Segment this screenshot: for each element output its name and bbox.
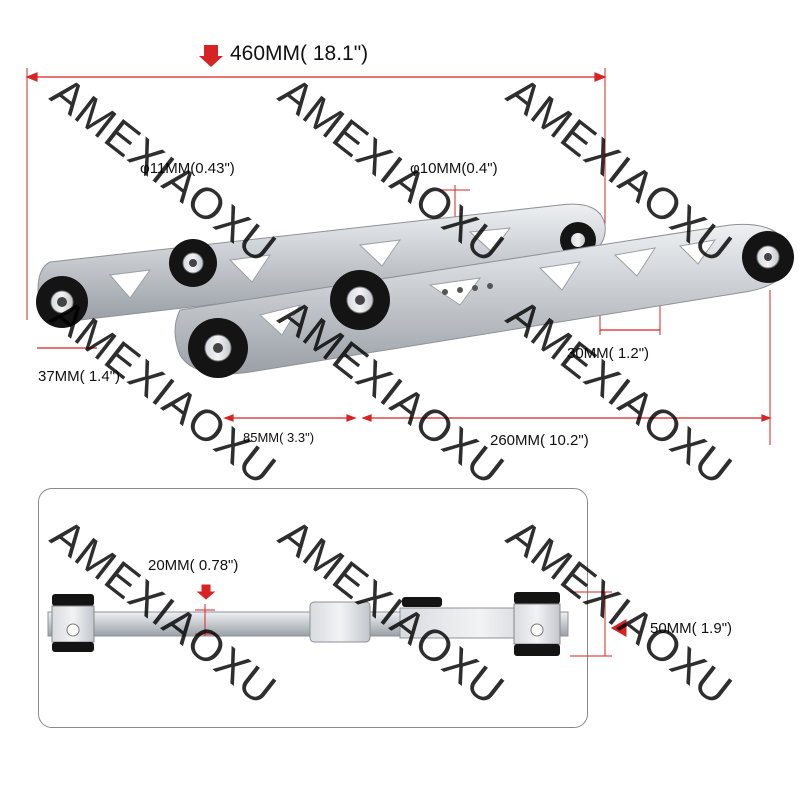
bushing-height-label: 50MM( 1.9") (650, 620, 733, 637)
control-arm-side-view-front (47, 592, 569, 656)
arrow-down-icon (199, 45, 223, 67)
overall-length-label: 460MM( 18.1") (230, 42, 369, 65)
mount-spacing-label: 85MM( 3.3") (243, 430, 315, 445)
control-arm-rear (36, 203, 606, 328)
bolt-hole-large-label: φ11MM(0.43") (140, 160, 235, 177)
control-arm-front (174, 223, 794, 378)
bolt-hole-small-label: φ10MM(0.4") (410, 160, 498, 177)
arm-thickness-label: 20MM( 0.78") (148, 557, 239, 574)
center-length-label: 260MM( 10.2") (490, 432, 589, 449)
adjust-offset-label: 30MM( 1.2") (567, 345, 650, 362)
bushing-width-label: 37MM( 1.4") (38, 368, 121, 385)
